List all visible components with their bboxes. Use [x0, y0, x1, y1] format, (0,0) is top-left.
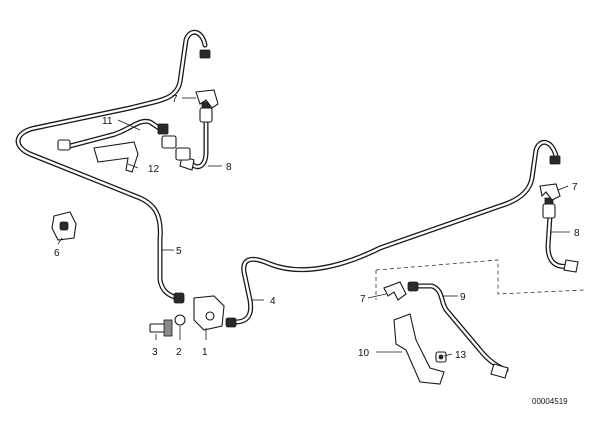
callout-9: 9 [460, 292, 466, 303]
callout-2: 2 [176, 347, 182, 358]
callout-8-front: 8 [226, 162, 232, 173]
fitting-13 [435, 351, 447, 363]
callout-10: 10 [358, 348, 370, 359]
clip-7-right [539, 183, 561, 201]
washer-2 [174, 314, 186, 326]
callout-8-rear: 8 [574, 228, 580, 239]
callout-3: 3 [152, 347, 158, 358]
leader-lines [57, 97, 570, 357]
grommet-pair [161, 135, 191, 161]
rear-brake-hose [542, 155, 579, 273]
callout-labels: 1 2 3 4 5 6 7 7 7 8 8 9 10 11 12 13 0000… [54, 94, 580, 406]
detail-frame [375, 259, 585, 300]
bracket-10 [393, 313, 445, 385]
main-brake-line [15, 29, 208, 301]
callout-1: 1 [202, 347, 208, 358]
callout-5: 5 [176, 246, 182, 257]
callout-7-top: 7 [172, 94, 178, 105]
callout-7-detail: 7 [360, 294, 366, 305]
callout-12: 12 [148, 164, 160, 175]
callout-6: 6 [54, 248, 60, 259]
callout-13: 13 [455, 350, 467, 361]
callout-11: 11 [102, 116, 113, 127]
clip-7-top [195, 49, 219, 109]
bracket-12 [93, 141, 139, 173]
rear-brake-line [232, 139, 559, 325]
front-brake-hose [179, 101, 213, 171]
bolt-3 [149, 319, 173, 337]
drawing-number: 00004519 [532, 397, 568, 406]
grommet-6 [51, 211, 77, 241]
clip-7-detail [383, 281, 407, 301]
detail-brake-line [407, 281, 509, 379]
callout-7-right: 7 [572, 182, 578, 193]
callout-4: 4 [270, 296, 276, 307]
brake-distributor [173, 292, 237, 331]
